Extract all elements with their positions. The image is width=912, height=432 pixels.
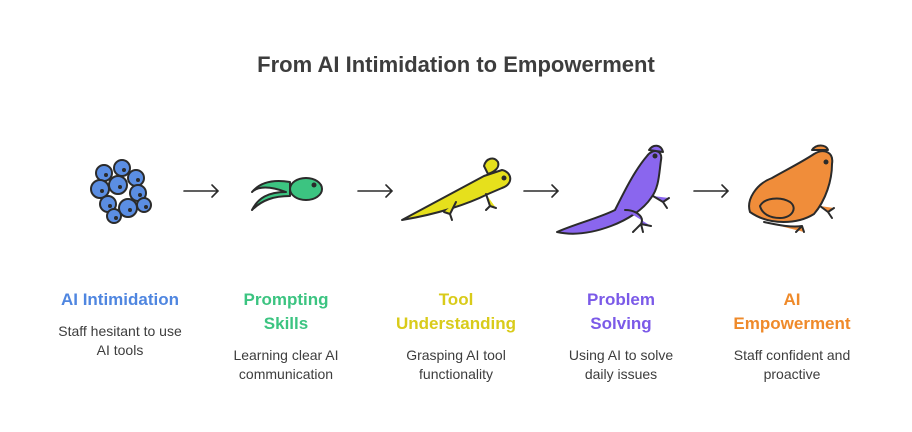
stage-description-line: Learning clear AI [233, 347, 339, 363]
stage-title: Tool Understanding [376, 288, 536, 336]
stage-description: Staff hesitant to use AI tools [40, 322, 200, 360]
stage-description-line: AI tools [96, 342, 144, 358]
stage-title: Problem Solving [541, 288, 701, 336]
arrow-right-icon [357, 184, 394, 198]
stage-description-line: communication [238, 366, 334, 382]
stage-ai-empowerment: AI Empowerment Staff confident and proac… [712, 288, 872, 384]
stage-description-line: proactive [763, 366, 821, 382]
frog-icon [748, 144, 835, 233]
stage-description-line: Grasping AI tool [406, 347, 506, 363]
tadpole-icon [251, 177, 323, 211]
page-title: From AI Intimidation to Empowerment [257, 52, 655, 77]
stage-description-line: Using AI to solve [568, 347, 674, 363]
froglet-icon [556, 144, 670, 235]
stage-title: AI Intimidation [40, 288, 200, 312]
stage-title: Prompting Skills [206, 288, 366, 336]
tadpole-with-legs-icon [401, 157, 512, 221]
stage-description-line: Staff hesitant to use [58, 323, 182, 339]
stage-title: AI Empowerment [712, 288, 872, 336]
stage-title-line: Tool [438, 290, 474, 309]
stage-description: Grasping AI tool functionality [376, 346, 536, 384]
stage-title-line: Problem [586, 290, 656, 309]
stage-problem-solving: Problem Solving Using AI to solve daily … [541, 288, 701, 384]
stage-ai-intimidation: AI Intimidation Staff hesitant to use AI… [40, 288, 200, 360]
stage-description: Staff confident and proactive [712, 346, 872, 384]
frog-eggs-icon [90, 159, 152, 224]
arrow-right-icon [693, 184, 730, 198]
stage-title-line: AI [783, 290, 801, 309]
stage-description: Using AI to solve daily issues [541, 346, 701, 384]
stage-title-line: Solving [590, 314, 652, 333]
stage-title-line: Skills [263, 314, 309, 333]
stage-description: Learning clear AI communication [206, 346, 366, 384]
stage-title-line: Empowerment [733, 314, 851, 333]
stage-tool-understanding: Tool Understanding Grasping AI tool func… [376, 288, 536, 384]
arrow-right-icon [183, 184, 220, 198]
stage-description-line: daily issues [584, 366, 658, 382]
stage-description-line: Staff confident and [733, 347, 851, 363]
stage-description-line: functionality [419, 366, 493, 382]
stage-title-line: AI Intimidation [60, 290, 180, 309]
stage-prompting-skills: Prompting Skills Learning clear AI commu… [206, 288, 366, 384]
stage-title-line: Understanding [396, 314, 516, 333]
arrow-right-icon [523, 184, 560, 198]
stage-title-line: Prompting [243, 290, 329, 309]
